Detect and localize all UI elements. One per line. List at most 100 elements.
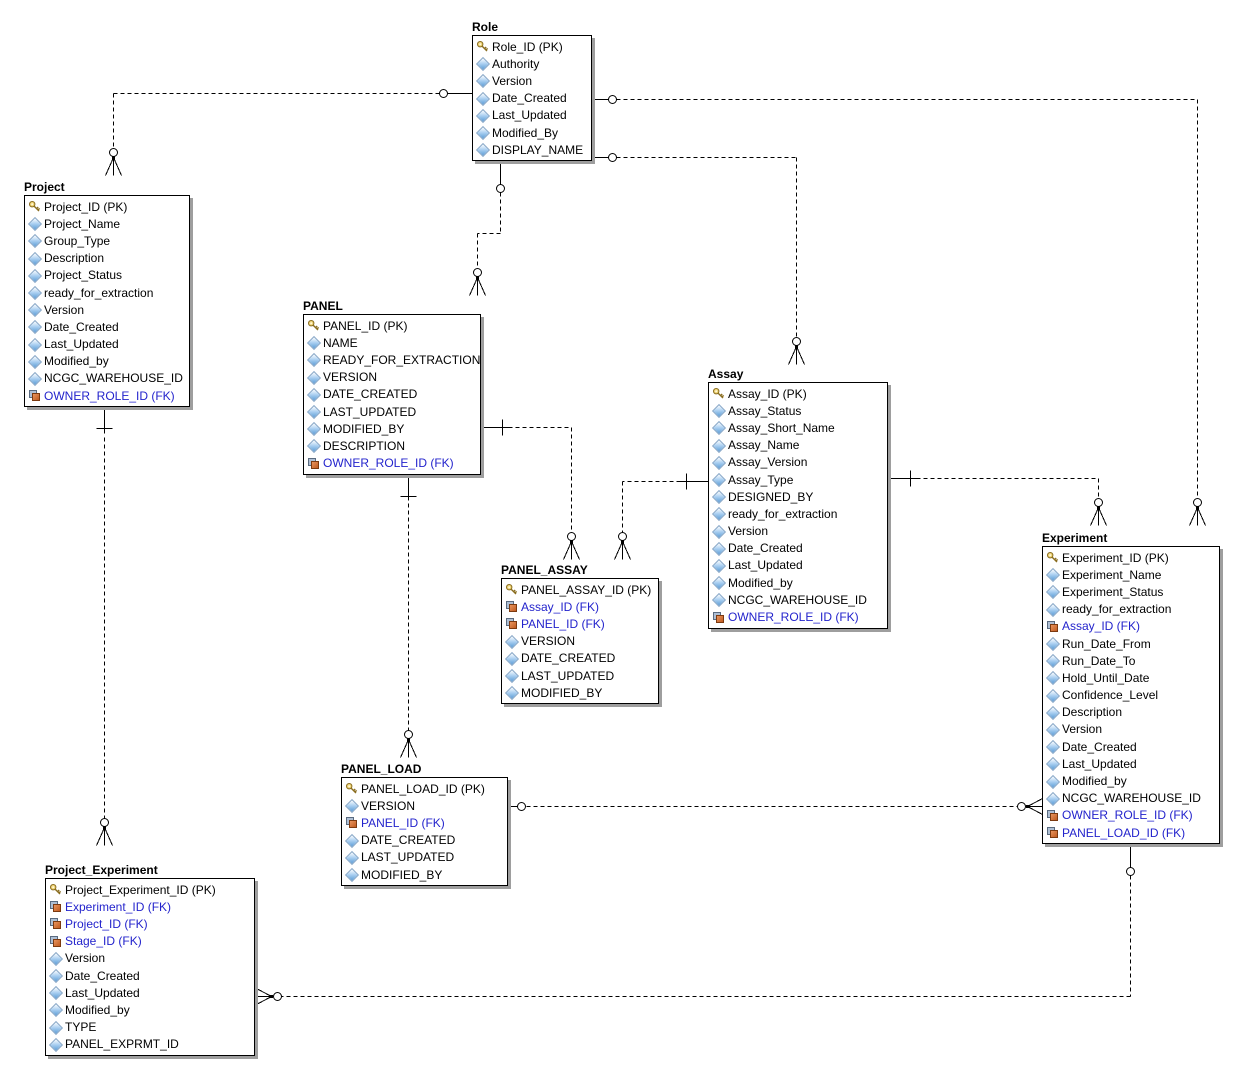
attribute-row[interactable]: Experiment_Name [1046, 566, 1218, 583]
attribute-row[interactable]: VERSION [307, 369, 479, 386]
relationship-panel-panel_assay[interactable] [481, 419, 580, 560]
attribute-row[interactable]: Project_Experiment_ID (PK) [49, 881, 253, 898]
attribute-row[interactable]: PANEL_ID (FK) [505, 615, 657, 632]
attribute-row[interactable]: Modified_by [49, 1001, 253, 1018]
attribute-row[interactable]: VERSION [505, 633, 657, 650]
attribute-row[interactable]: PANEL_LOAD_ID (PK) [345, 780, 506, 797]
attribute-row[interactable]: Last_Updated [712, 557, 886, 574]
attribute-row[interactable]: Group_Type [28, 232, 188, 249]
attribute-row[interactable]: OWNER_ROLE_ID (FK) [1046, 807, 1218, 824]
attribute-row[interactable]: LAST_UPDATED [505, 667, 657, 684]
relationship-role-experiment[interactable] [592, 95, 1206, 526]
attribute-row[interactable]: Last_Updated [49, 984, 253, 1001]
attribute-row[interactable]: Assay_Type [712, 471, 886, 488]
attribute-row[interactable]: MODIFIED_BY [505, 684, 657, 701]
relationship-assay-panel_assay[interactable] [614, 473, 709, 560]
entity-panel_load[interactable]: PANEL_LOAD PANEL_LOAD_ID (PK) VERSION PA… [341, 762, 508, 887]
relationship-role-project[interactable] [105, 89, 473, 176]
attribute-row[interactable]: ready_for_extraction [1046, 601, 1218, 618]
attribute-row[interactable]: LAST_UPDATED [345, 849, 506, 866]
entity-project[interactable]: Project Project_ID (PK) Project_Name Gro… [24, 180, 190, 408]
attribute-row[interactable]: Last_Updated [28, 336, 188, 353]
attribute-row[interactable]: VERSION [345, 797, 506, 814]
attribute-row[interactable]: Version [476, 72, 590, 89]
attribute-row[interactable]: Assay_ID (PK) [712, 385, 886, 402]
attribute-row[interactable]: Date_Created [1046, 738, 1218, 755]
attribute-row[interactable]: Experiment_Status [1046, 583, 1218, 600]
entity-panel_assay[interactable]: PANEL_ASSAY PANEL_ASSAY_ID (PK) Assay_ID… [501, 563, 659, 705]
attribute-row[interactable]: READY_FOR_EXTRACTION [307, 351, 480, 368]
attribute-row[interactable]: NCGC_WAREHOUSE_ID [1046, 790, 1218, 807]
relationship-experiment-project_experiment[interactable] [256, 843, 1135, 1005]
attribute-row[interactable]: Assay_ID (FK) [505, 598, 657, 615]
attribute-row[interactable]: Project_Name [28, 215, 188, 232]
attribute-row[interactable]: ready_for_extraction [28, 284, 188, 301]
relationship-assay-experiment[interactable] [888, 470, 1107, 526]
attribute-row[interactable]: PANEL_EXPRMT_ID [49, 1036, 253, 1053]
attribute-row[interactable]: OWNER_ROLE_ID (FK) [28, 387, 188, 404]
attribute-row[interactable]: PANEL_LOAD_ID (FK) [1046, 824, 1218, 841]
entity-experiment[interactable]: Experiment Experiment_ID (PK) Experiment… [1042, 531, 1220, 845]
attribute-row[interactable]: Assay_ID (FK) [1046, 618, 1218, 635]
attribute-row[interactable]: Description [28, 250, 188, 267]
attribute-row[interactable]: OWNER_ROLE_ID (FK) [712, 608, 886, 625]
attribute-row[interactable]: Modified_by [28, 353, 188, 370]
attribute-row[interactable]: PANEL_ID (PK) [307, 317, 479, 334]
attribute-row[interactable]: NCGC_WAREHOUSE_ID [28, 370, 188, 387]
attribute-row[interactable]: Description [1046, 704, 1218, 721]
attribute-row[interactable]: Run_Date_From [1046, 635, 1218, 652]
attribute-row[interactable]: TYPE [49, 1019, 253, 1036]
attribute-row[interactable]: Date_Created [49, 967, 253, 984]
attribute-row[interactable]: Project_ID (PK) [28, 198, 188, 215]
attribute-row[interactable]: Date_Created [476, 90, 590, 107]
attribute-row[interactable]: OWNER_ROLE_ID (FK) [307, 455, 479, 472]
attribute-row[interactable]: MODIFIED_BY [345, 866, 506, 883]
attribute-row[interactable]: DATE_CREATED [307, 386, 479, 403]
attribute-row[interactable]: Authority [476, 55, 590, 72]
attribute-row[interactable]: Assay_Name [712, 437, 886, 454]
attribute-row[interactable]: DESCRIPTION [307, 437, 479, 454]
attribute-row[interactable]: ready_for_extraction [712, 505, 886, 522]
attribute-row[interactable]: Project_Status [28, 267, 188, 284]
attribute-row[interactable]: DESIGNED_BY [712, 488, 886, 505]
attribute-row[interactable]: Version [49, 950, 253, 967]
attribute-row[interactable]: Confidence_Level [1046, 687, 1218, 704]
attribute-row[interactable]: LAST_UPDATED [307, 403, 479, 420]
attribute-row[interactable]: Experiment_ID (PK) [1046, 549, 1218, 566]
attribute-row[interactable]: NAME [307, 334, 479, 351]
attribute-row[interactable]: NCGC_WAREHOUSE_ID [712, 591, 886, 608]
attribute-row[interactable]: DATE_CREATED [345, 832, 506, 849]
attribute-row[interactable]: Date_Created [712, 540, 886, 557]
entity-panel[interactable]: PANEL PANEL_ID (PK) NAME READY_FOR_EXTRA… [303, 299, 481, 475]
attribute-row[interactable]: Role_ID (PK) [476, 38, 590, 55]
attribute-row[interactable]: Date_Created [28, 318, 188, 335]
relationship-panel-panel_load[interactable] [400, 474, 417, 758]
entity-project_experiment[interactable]: Project_Experiment Project_Experiment_ID… [45, 863, 255, 1056]
attribute-row[interactable]: Experiment_ID (FK) [49, 898, 253, 915]
relationship-role-assay[interactable] [592, 153, 805, 365]
attribute-row[interactable]: Modified_By [476, 124, 590, 141]
attribute-row[interactable]: Version [712, 523, 886, 540]
attribute-row[interactable]: Last_Updated [476, 107, 590, 124]
attribute-row[interactable]: PANEL_ID (FK) [345, 814, 506, 831]
attribute-row[interactable]: Assay_Status [712, 402, 886, 419]
attribute-row[interactable]: Project_ID (FK) [49, 915, 253, 932]
attribute-row[interactable]: MODIFIED_BY [307, 420, 479, 437]
attribute-row[interactable]: Hold_Until_Date [1046, 669, 1218, 686]
attribute-row[interactable]: PANEL_ASSAY_ID (PK) [505, 581, 657, 598]
attribute-row[interactable]: Modified_by [1046, 772, 1218, 789]
entity-assay[interactable]: Assay Assay_ID (PK) Assay_Status Assay_S… [708, 367, 888, 629]
attribute-row[interactable]: Assay_Version [712, 454, 886, 471]
attribute-row[interactable]: Stage_ID (FK) [49, 933, 253, 950]
attribute-row[interactable]: Modified_by [712, 574, 886, 591]
attribute-row[interactable]: Run_Date_To [1046, 652, 1218, 669]
relationship-role-panel[interactable] [469, 160, 505, 296]
attribute-row[interactable]: DATE_CREATED [505, 650, 657, 667]
relationship-panel_load-experiment[interactable] [508, 798, 1043, 815]
entity-role[interactable]: Role Role_ID (PK) Authority Version Date… [472, 20, 592, 162]
relationship-project-project_experiment[interactable] [96, 406, 113, 846]
attribute-row[interactable]: DISPLAY_NAME [476, 141, 590, 158]
attribute-row[interactable]: Last_Updated [1046, 755, 1218, 772]
attribute-row[interactable]: Version [28, 301, 188, 318]
attribute-row[interactable]: Version [1046, 721, 1218, 738]
